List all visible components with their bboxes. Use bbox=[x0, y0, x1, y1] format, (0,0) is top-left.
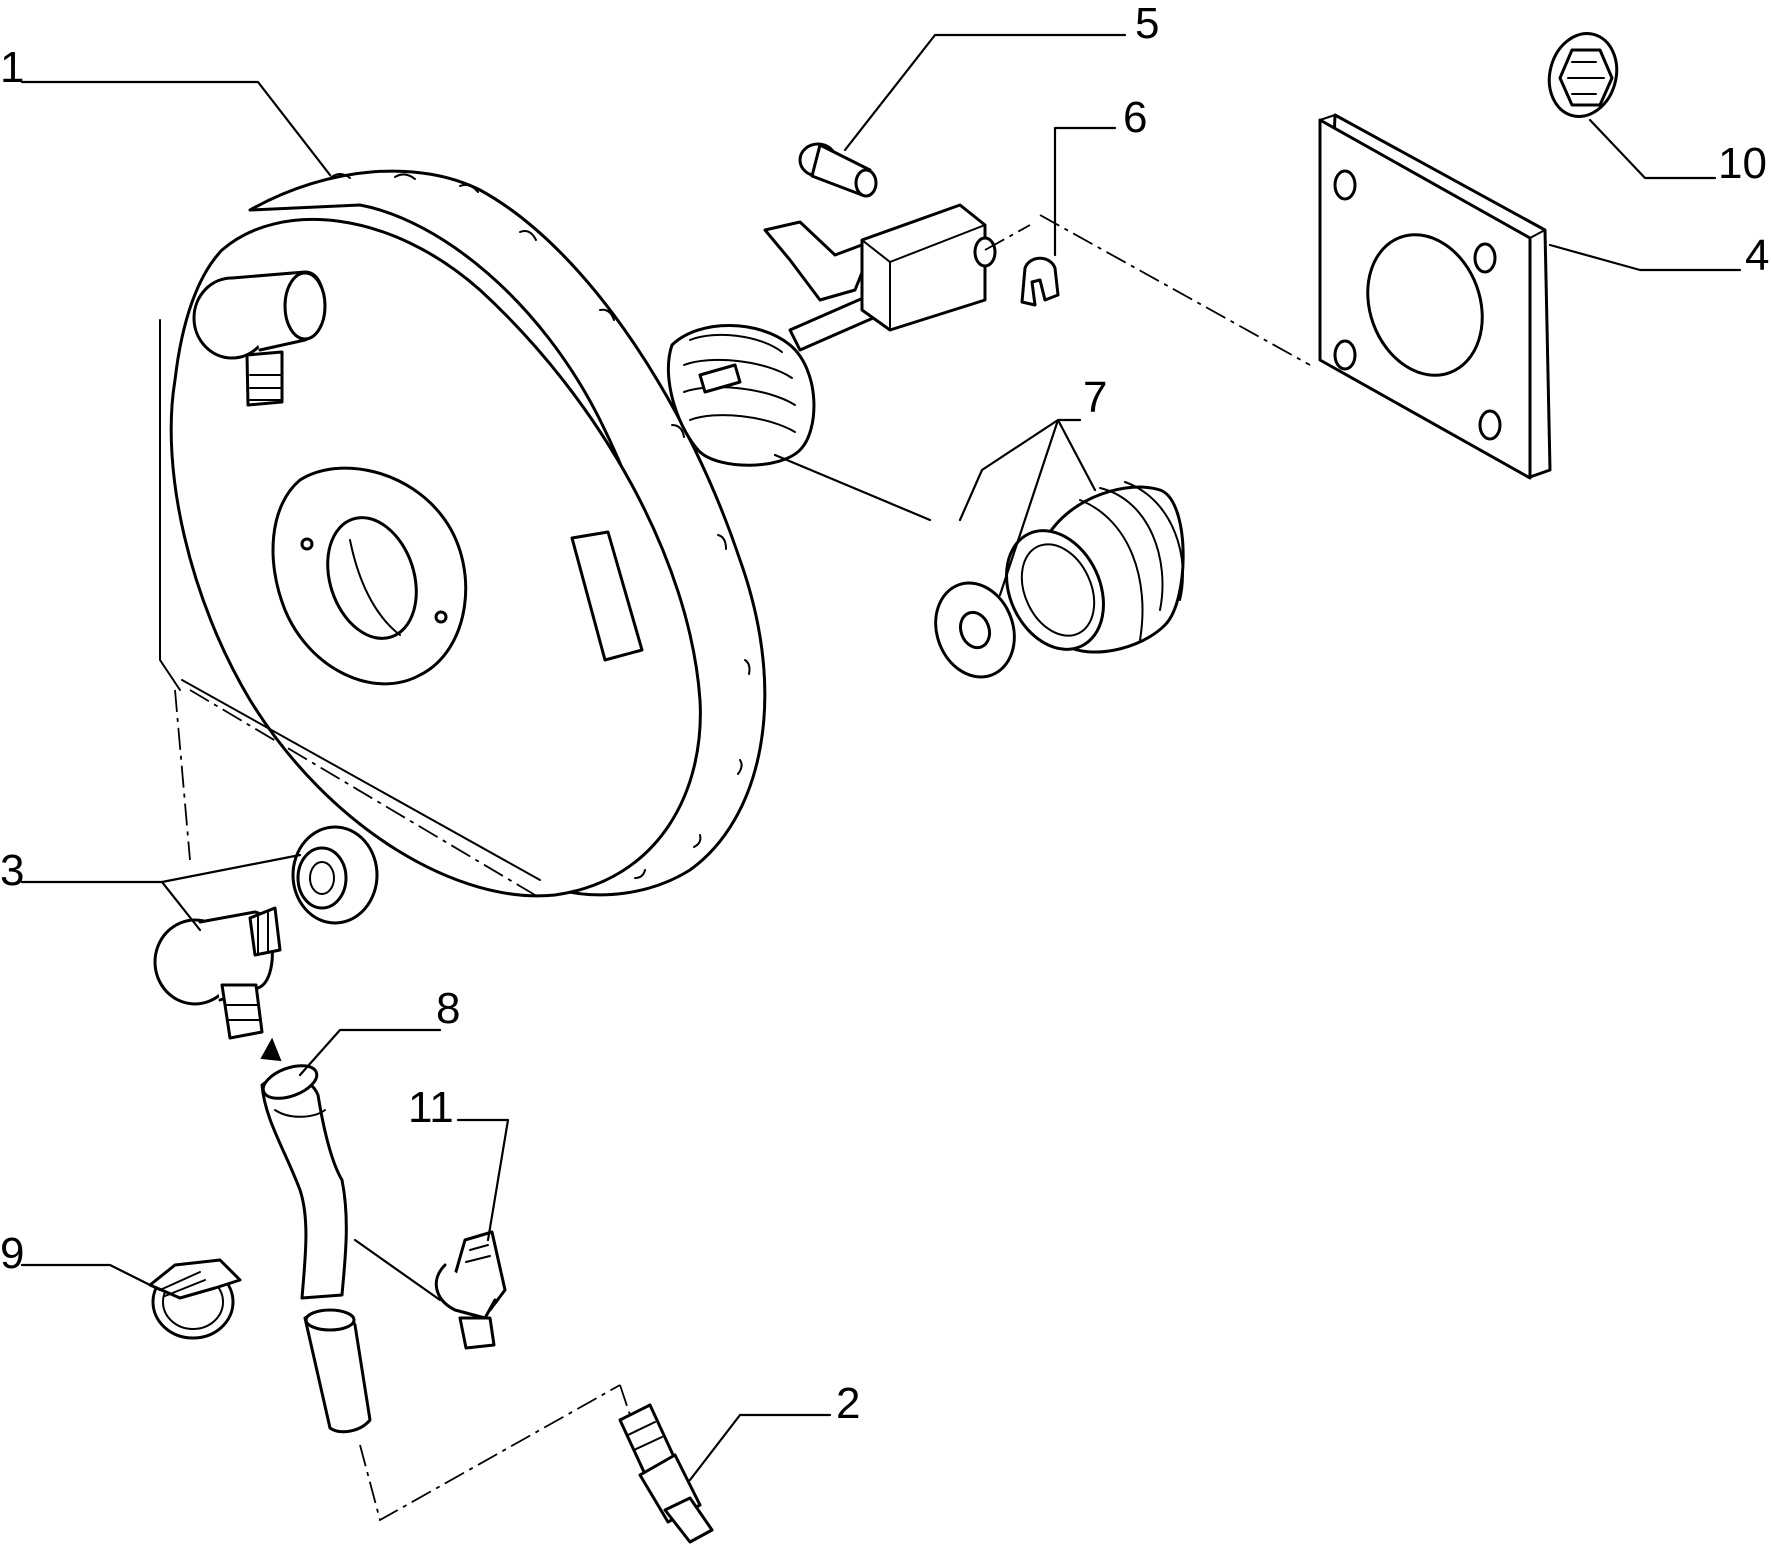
part-7-boot-and-washer bbox=[934, 481, 1185, 679]
part-9-hose-clamp bbox=[148, 1258, 242, 1340]
gaiter-opening bbox=[1005, 529, 1105, 651]
callout-numbers: 1 5 6 10 4 7 3 8 11 9 2 bbox=[0, 0, 1769, 1428]
leader-1 bbox=[20, 80, 332, 177]
leader-3 bbox=[20, 853, 302, 932]
leader-lines bbox=[20, 33, 1742, 1482]
callout-8: 8 bbox=[436, 984, 460, 1033]
callout-7: 7 bbox=[1083, 373, 1107, 422]
callout-2: 2 bbox=[836, 1379, 860, 1428]
leader-washer bbox=[773, 453, 932, 522]
part-1-brake-booster bbox=[159, 169, 882, 898]
leader-4 bbox=[1548, 243, 1742, 272]
part-10-flange-nut bbox=[1547, 32, 1619, 118]
callout-3: 3 bbox=[0, 846, 24, 895]
leader-2 bbox=[688, 1413, 832, 1482]
callout-5: 5 bbox=[1135, 0, 1159, 48]
leader-5 bbox=[843, 33, 1127, 152]
callout-4: 4 bbox=[1745, 231, 1769, 280]
leader-hose-clip bbox=[353, 1238, 442, 1302]
part-5-clevis-pin bbox=[798, 142, 878, 198]
callout-10: 10 bbox=[1718, 139, 1767, 188]
leader-9 bbox=[20, 1263, 162, 1292]
leader-11 bbox=[456, 1118, 510, 1242]
booster-label-plate bbox=[570, 530, 644, 662]
callout-9: 9 bbox=[0, 1229, 24, 1278]
booster-rim bbox=[248, 169, 767, 897]
leader-7 bbox=[958, 418, 1097, 597]
callout-11: 11 bbox=[408, 1083, 454, 1132]
booster-rim-notches bbox=[329, 173, 751, 879]
callout-1: 1 bbox=[0, 43, 24, 92]
part-4-gasket-plate bbox=[1318, 113, 1552, 480]
part-3-check-valve-and-grommet bbox=[153, 825, 379, 1040]
clevis-fork bbox=[763, 203, 997, 332]
part-2-union-connector bbox=[618, 1403, 714, 1544]
alignment-dash-lines bbox=[174, 214, 1311, 1522]
part-11-hose-clip bbox=[434, 1230, 507, 1350]
part-8-vacuum-hose bbox=[260, 1037, 372, 1434]
leader-8 bbox=[298, 1028, 442, 1077]
leader-6 bbox=[1053, 126, 1117, 257]
leader-10 bbox=[1588, 118, 1717, 180]
callout-6: 6 bbox=[1123, 93, 1147, 142]
part-6-retaining-clip bbox=[1020, 256, 1060, 307]
plate-centre-hole bbox=[1366, 233, 1484, 377]
booster-centre-hole bbox=[326, 516, 418, 640]
washer-inner bbox=[958, 610, 992, 650]
